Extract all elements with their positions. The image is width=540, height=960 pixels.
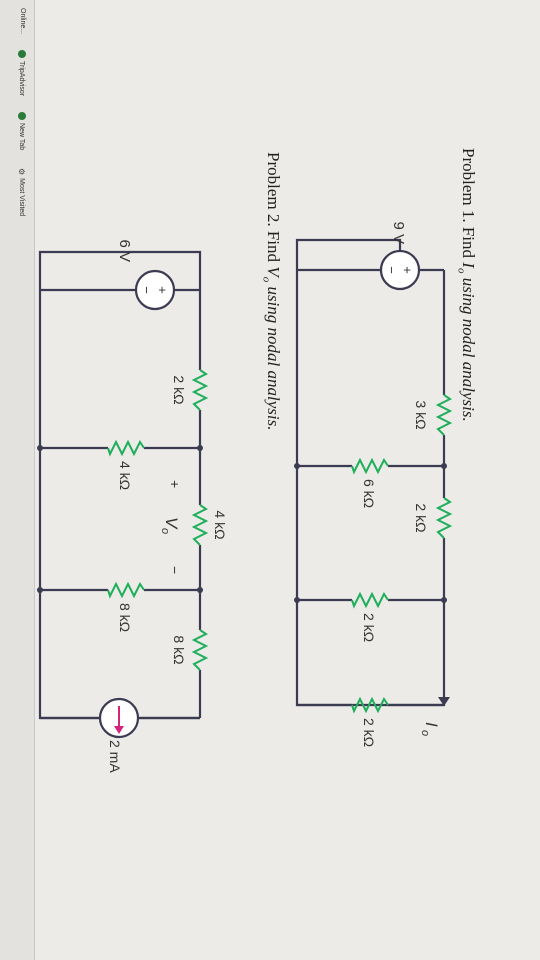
vo-minus: − [167,566,183,574]
r9-label: 4 kΩ [117,461,133,490]
source-2-minus: − [139,286,154,294]
vo-plus: + [167,480,183,488]
current-io-label: I [422,722,441,727]
vo-label: V [162,517,181,530]
source-1-label: 9 V [390,221,407,244]
current-io-sub: o [419,730,431,736]
r3-label: 6 kΩ [361,479,377,508]
source-2-label: 6 V [116,239,133,262]
current-direction-arrow-icon [114,726,124,734]
current-source-label: 2 mA [107,740,123,773]
r2-label: 2 kΩ [413,503,429,532]
vo-sub: o [159,528,171,534]
source-1-minus: − [384,266,399,274]
bookmarks-bar: Online... TripAdvisor New Tab ⚙ Most Vis… [0,0,35,960]
r4-label: 2 kΩ [361,613,377,642]
r1-label: 3 kΩ [413,400,429,429]
r10-label: 8 kΩ [117,603,133,632]
source-2-plus: + [155,286,170,294]
r6-label: 2 kΩ [171,375,187,404]
r8-label: 8 kΩ [171,635,187,664]
current-arrow-icon [438,697,450,706]
r7-label: 4 kΩ [212,510,228,539]
source-1-plus: + [400,266,415,274]
r5-label: 2 kΩ [361,718,377,747]
